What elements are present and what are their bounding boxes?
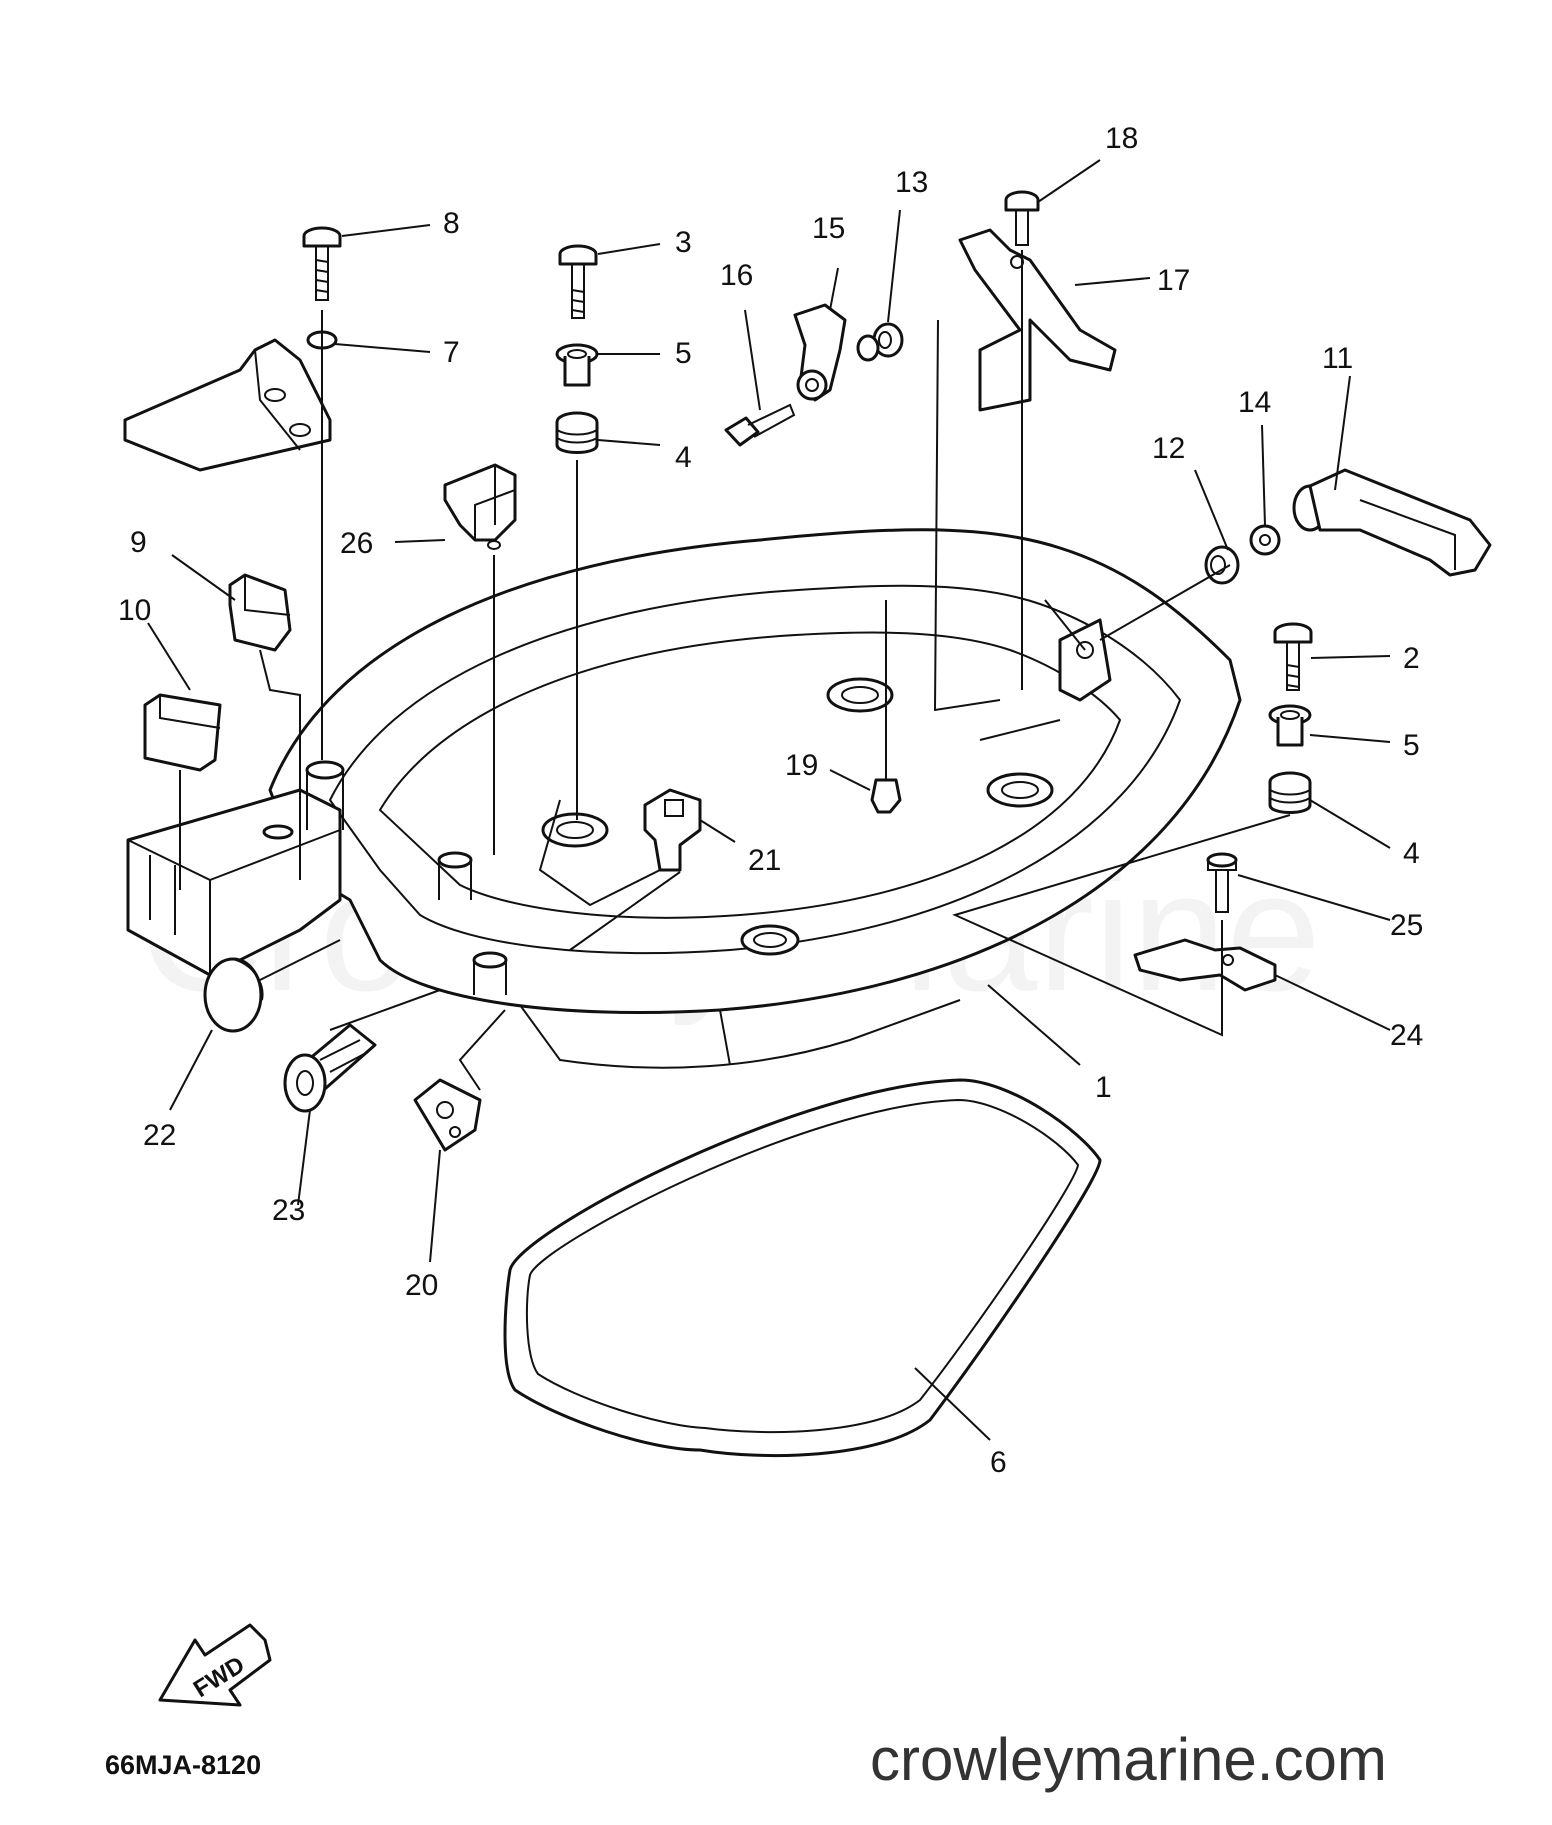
holder-26-drawing: [443, 463, 517, 550]
callout-5-right: 5: [1403, 729, 1420, 762]
website-label: crowleymarine.com: [870, 1726, 1387, 1793]
leader-lines: [147, 159, 1391, 1441]
callout-19: 19: [785, 749, 818, 782]
seal-6-drawing: [503, 1078, 1102, 1458]
grommet-23-drawing: [283, 1023, 377, 1113]
callout-18: 18: [1105, 122, 1138, 155]
nipple-19-drawing: [870, 778, 902, 814]
callout-20: 20: [405, 1269, 438, 1302]
bolt-8-drawing: [302, 226, 342, 301]
callout-15: 15: [812, 212, 845, 245]
callout-1: 1: [1095, 1071, 1112, 1104]
collar-5-upper-drawing: [555, 343, 599, 387]
callouts: 1 2 3 4 4 5 5 6 7 8 9 10 11 12 13 14 15 …: [118, 122, 1423, 1479]
callout-8: 8: [443, 207, 460, 240]
plate-17-drawing: [958, 228, 1117, 412]
bolt-18-drawing: [1004, 190, 1040, 246]
callout-13: 13: [895, 166, 928, 199]
grommet-13-drawing: [856, 322, 904, 362]
lever-15-drawing: [793, 303, 847, 402]
grommet-4-right-drawing: [1268, 771, 1312, 814]
callout-5-upper: 5: [675, 337, 692, 370]
grommet-4-upper-drawing: [555, 411, 599, 454]
callout-11: 11: [1322, 342, 1353, 375]
forward-direction-arrow-icon: FWD: [158, 1623, 272, 1707]
callout-2: 2: [1403, 642, 1420, 675]
callout-17: 17: [1157, 264, 1190, 297]
bolt-2-drawing: [1273, 622, 1313, 691]
callout-3: 3: [675, 226, 692, 259]
callout-9: 9: [130, 526, 147, 559]
callout-25: 25: [1390, 909, 1423, 942]
grommet-12-drawing: [1204, 545, 1240, 585]
block-10-drawing: [143, 693, 222, 772]
callout-7: 7: [443, 336, 460, 369]
callout-22: 22: [143, 1119, 176, 1152]
bolt-16-drawing: [724, 403, 796, 447]
callout-24: 24: [1390, 1019, 1423, 1052]
pad-9-drawing: [228, 573, 292, 652]
callout-21: 21: [748, 844, 781, 877]
diagram-code: 66MJA-8120: [105, 1750, 261, 1780]
washer-14-drawing: [1249, 524, 1281, 556]
bolt-3-drawing: [558, 244, 598, 319]
lever-11-drawing: [1292, 468, 1492, 577]
bolt-25-drawing: [1206, 852, 1238, 913]
callout-10: 10: [118, 594, 151, 627]
callout-23: 23: [272, 1194, 305, 1227]
callout-12: 12: [1152, 432, 1185, 465]
callout-16: 16: [720, 259, 753, 292]
callout-4-right: 4: [1403, 837, 1420, 870]
bracket-7-drawing: [123, 330, 338, 472]
grommet-20-drawing: [413, 1078, 482, 1152]
callout-26: 26: [340, 527, 373, 560]
assembly-lines: [179, 250, 1291, 1091]
callout-4-upper: 4: [675, 441, 692, 474]
grommet-21-drawing: [643, 788, 702, 872]
callout-6: 6: [990, 1446, 1007, 1479]
plug-22-drawing: [203, 957, 264, 1033]
callout-14: 14: [1238, 386, 1271, 419]
collar-5-right-drawing: [1268, 704, 1312, 747]
